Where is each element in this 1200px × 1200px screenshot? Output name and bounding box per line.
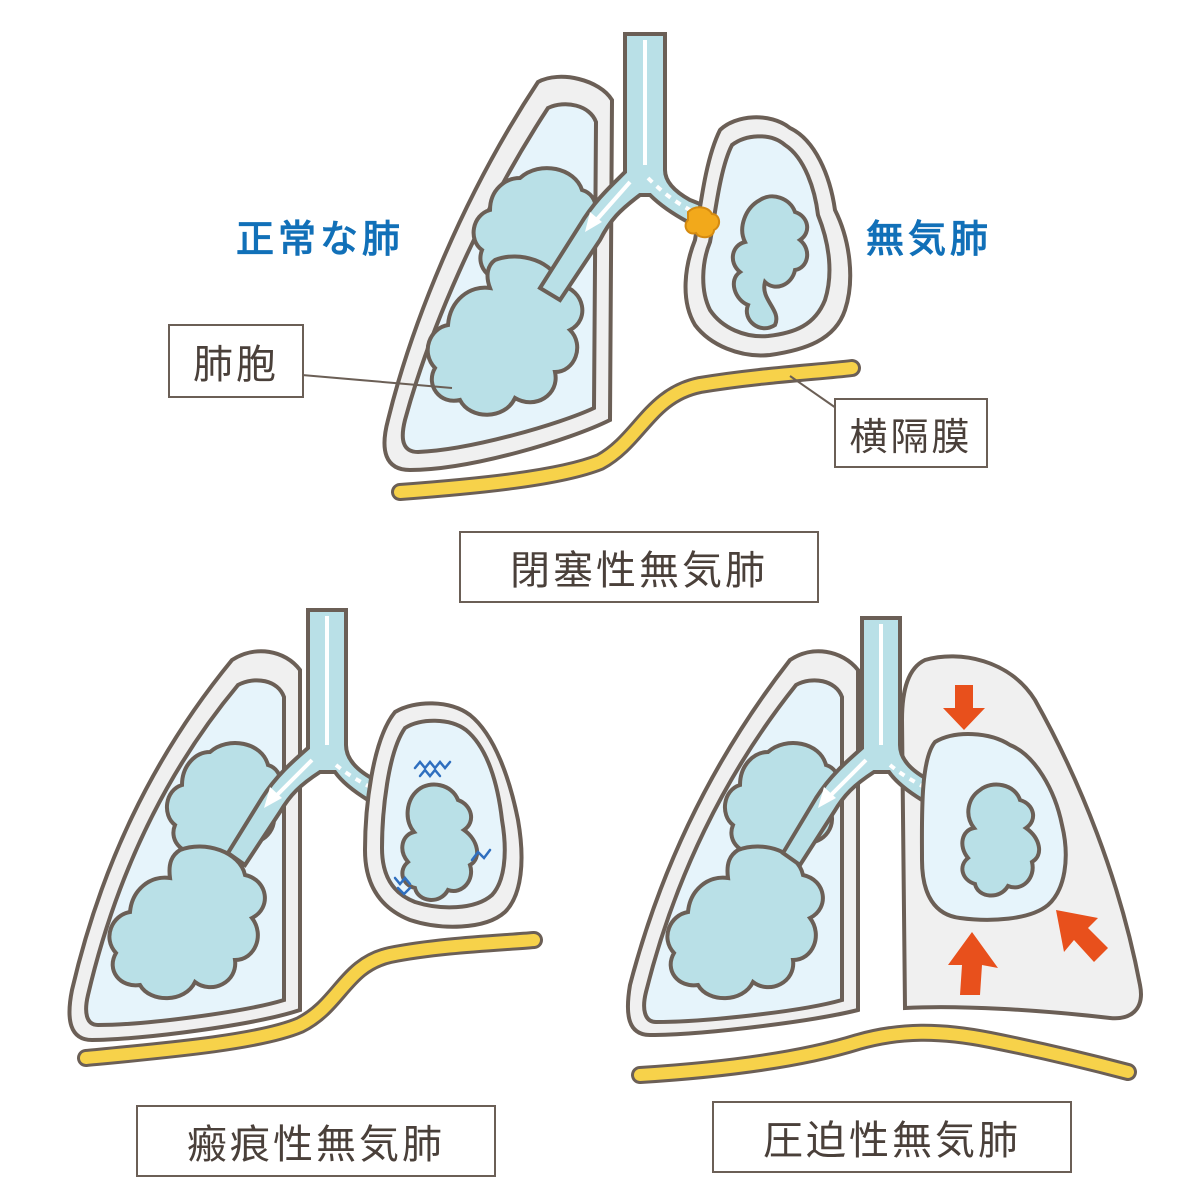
trachea <box>537 32 763 303</box>
compressive-collapsed-alveoli <box>960 782 1042 898</box>
arrow-down-icon <box>943 685 985 730</box>
cicatricial-collapsed-alveoli <box>400 782 480 902</box>
cicatricial-atelectasis-label: 瘢痕性無気肺 <box>136 1105 496 1177</box>
arrow-up-icon <box>948 932 998 995</box>
scar-marks <box>393 760 492 896</box>
airflow-arrow <box>590 180 632 227</box>
atelectasis-title: 無気肺 <box>866 217 993 261</box>
compressive-atelectasis-label: 圧迫性無気肺 <box>712 1101 1072 1173</box>
obstructive-diagram <box>301 32 861 501</box>
diaphragm-leader-line <box>789 375 837 409</box>
cicatricial-diagram <box>67 608 543 1067</box>
diaphragm-label: 横隔膜 <box>834 398 988 468</box>
normal-lung-title: 正常な肺 <box>236 217 405 261</box>
compressive-diagram <box>625 616 1143 1084</box>
compression-arrows <box>943 685 1108 995</box>
alveoli-label: 肺胞 <box>168 324 304 398</box>
alveoli-leader-line <box>301 374 453 389</box>
arrow-up-left-icon <box>1056 910 1108 962</box>
collapsed-alveoli <box>730 194 810 331</box>
obstruction <box>684 206 720 239</box>
obstructive-atelectasis-label: 閉塞性無気肺 <box>459 531 819 603</box>
